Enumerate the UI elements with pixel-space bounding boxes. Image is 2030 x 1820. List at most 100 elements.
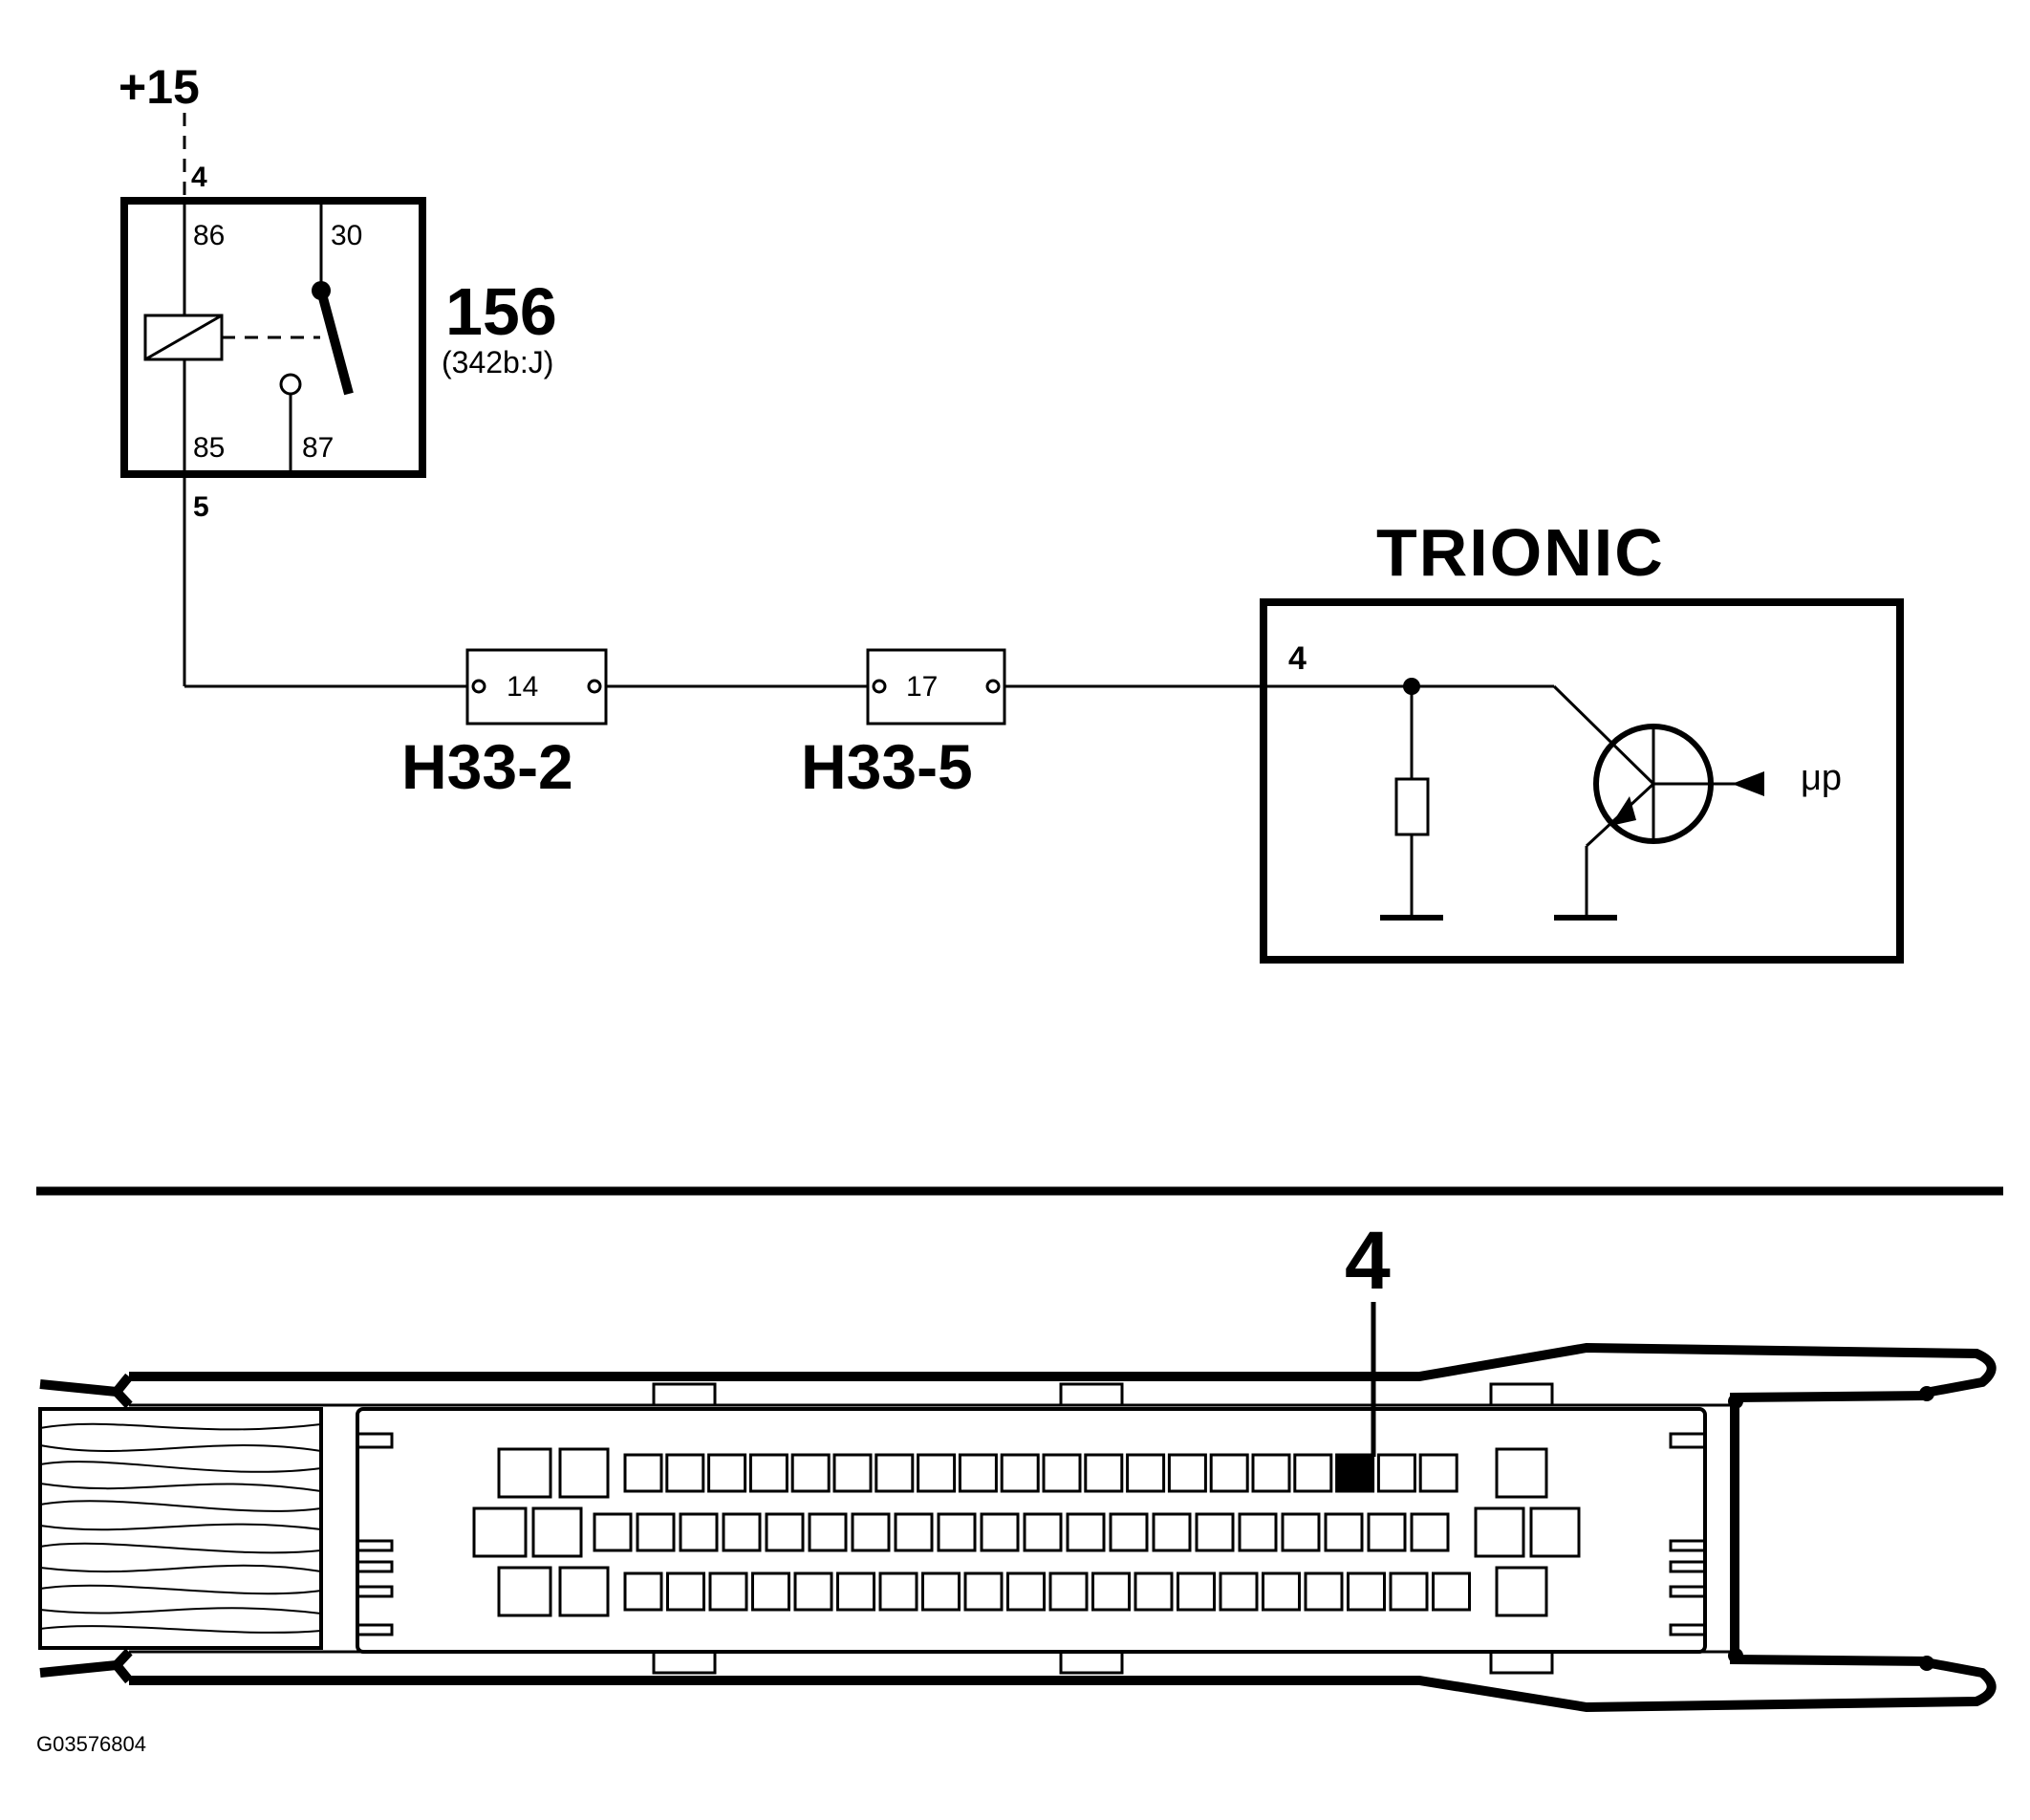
supply-label: +15 xyxy=(119,60,200,114)
supply-pin-label: 4 xyxy=(191,162,207,193)
connector-latch-bracket xyxy=(1730,1391,1930,1666)
figure-id: G03576804 xyxy=(36,1732,146,1756)
relay-terminal-86: 86 xyxy=(193,220,225,251)
connector-pin xyxy=(836,1571,875,1612)
connector-pin xyxy=(878,1571,918,1612)
connector-pin xyxy=(623,1453,663,1493)
connector-pin xyxy=(623,1571,663,1612)
relay-156-housing xyxy=(120,197,426,478)
connector-pin xyxy=(1084,1453,1124,1493)
connector-pin xyxy=(1281,1512,1321,1552)
connector-pin xyxy=(1048,1571,1089,1612)
connector-latch-dot-2 xyxy=(1919,1656,1934,1671)
connector-pin xyxy=(875,1453,915,1493)
relay-terminal-85: 85 xyxy=(193,432,225,464)
power-pin-bot-left-2 xyxy=(558,1566,610,1617)
connector-pin xyxy=(1177,1571,1216,1612)
connector-pin xyxy=(1367,1512,1407,1552)
power-pin-top-left-1 xyxy=(497,1447,552,1499)
ecu-emitter-arrow-icon xyxy=(1610,796,1636,826)
connector-pin xyxy=(1410,1512,1450,1552)
connector-h33-5-left-terminal xyxy=(872,679,887,694)
connector-pin xyxy=(1376,1453,1416,1493)
connector-pin xyxy=(1418,1453,1458,1493)
power-pin-mid-right-2 xyxy=(1529,1506,1581,1558)
connector-face-slots-left xyxy=(357,1432,394,1636)
connector-housing-left-bottom-stub xyxy=(39,1660,118,1678)
connector-housing-left-top-stub xyxy=(39,1379,118,1397)
ecu-up-label: μp xyxy=(1801,758,1842,798)
connector-h33-2-left-terminal xyxy=(471,679,486,694)
connector-pin xyxy=(1066,1512,1106,1552)
connector-pin xyxy=(665,1453,705,1493)
connector-pin xyxy=(1042,1453,1082,1493)
connector-pin xyxy=(1126,1453,1166,1493)
connector-pin xyxy=(963,1571,1004,1612)
connector-pin xyxy=(1324,1512,1364,1552)
relay-terminal-87: 87 xyxy=(302,432,334,464)
connector-pin xyxy=(1091,1571,1131,1612)
relay-terminal-30: 30 xyxy=(331,220,362,251)
connector-pin xyxy=(1000,1453,1040,1493)
ecu-resistor-icon xyxy=(1394,777,1430,836)
connector-pin xyxy=(793,1571,833,1612)
power-pin-mid-left-1 xyxy=(472,1506,528,1558)
pin-row-middle xyxy=(593,1512,1450,1552)
connector-pin xyxy=(666,1571,705,1612)
connector-pin xyxy=(1134,1571,1174,1612)
ecu-collector-wire xyxy=(1552,684,1655,786)
wire-bundle-icon xyxy=(39,1422,322,1634)
ecu-title: TRIONIC xyxy=(1376,515,1665,590)
relay-switch-blade xyxy=(316,289,354,396)
connector-pin xyxy=(958,1453,998,1493)
connector-housing-left-notch-top xyxy=(110,1373,133,1409)
pin-row-top xyxy=(623,1453,1458,1493)
power-pin-mid-right-1 xyxy=(1474,1506,1525,1558)
ecu-box xyxy=(1260,598,1904,964)
ecu-pin-label: 4 xyxy=(1288,640,1307,677)
connector-pin xyxy=(1023,1512,1063,1552)
connector-pin xyxy=(832,1453,873,1493)
relay-output-pin-label: 5 xyxy=(193,491,209,523)
connector-pin xyxy=(1209,1453,1249,1493)
connector-pin xyxy=(593,1512,633,1552)
pin-callout-number: 4 xyxy=(1345,1215,1391,1307)
connector-h33-5-name: H33-5 xyxy=(801,731,973,802)
connector-h33-5-right-terminal xyxy=(985,679,1001,694)
connector-pin xyxy=(679,1512,719,1552)
connector-pin xyxy=(1432,1571,1471,1612)
connector-pin xyxy=(980,1512,1020,1552)
connector-pin-highlighted xyxy=(1335,1453,1375,1493)
connector-pin xyxy=(1109,1512,1149,1552)
power-pin-bot-right xyxy=(1495,1566,1548,1617)
connector-pin xyxy=(921,1571,961,1612)
power-pin-top-right xyxy=(1495,1447,1548,1499)
connector-pin xyxy=(1238,1512,1278,1552)
connector-pin xyxy=(808,1512,848,1552)
connector-housing-bottom-edge xyxy=(129,1658,1997,1713)
connector-pin xyxy=(748,1453,788,1493)
connector-latch-dot-4 xyxy=(1728,1648,1743,1663)
connector-h33-2-pin: 14 xyxy=(507,671,538,703)
connector-housing-top-edge xyxy=(129,1342,1997,1397)
connector-pin xyxy=(1219,1571,1259,1612)
connector-pin xyxy=(1167,1453,1207,1493)
power-pin-mid-left-2 xyxy=(531,1506,583,1558)
connector-pin xyxy=(708,1571,748,1612)
ecu-base-arrow-icon xyxy=(1732,771,1764,796)
connector-plug-face xyxy=(356,1407,1707,1654)
connector-housing-left-notch-bottom xyxy=(110,1648,133,1684)
connector-pin xyxy=(937,1512,977,1552)
connector-pin xyxy=(1347,1571,1386,1612)
connector-pin xyxy=(1195,1512,1235,1552)
connector-latch-dot-3 xyxy=(1728,1394,1743,1409)
connector-pin xyxy=(894,1512,934,1552)
pin-row-bottom xyxy=(623,1571,1471,1612)
connector-pin xyxy=(1293,1453,1333,1493)
connector-pin xyxy=(1251,1453,1291,1493)
connector-pin xyxy=(765,1512,805,1552)
connector-pin xyxy=(851,1512,891,1552)
connector-pin xyxy=(1262,1571,1301,1612)
connector-pin xyxy=(1152,1512,1192,1552)
